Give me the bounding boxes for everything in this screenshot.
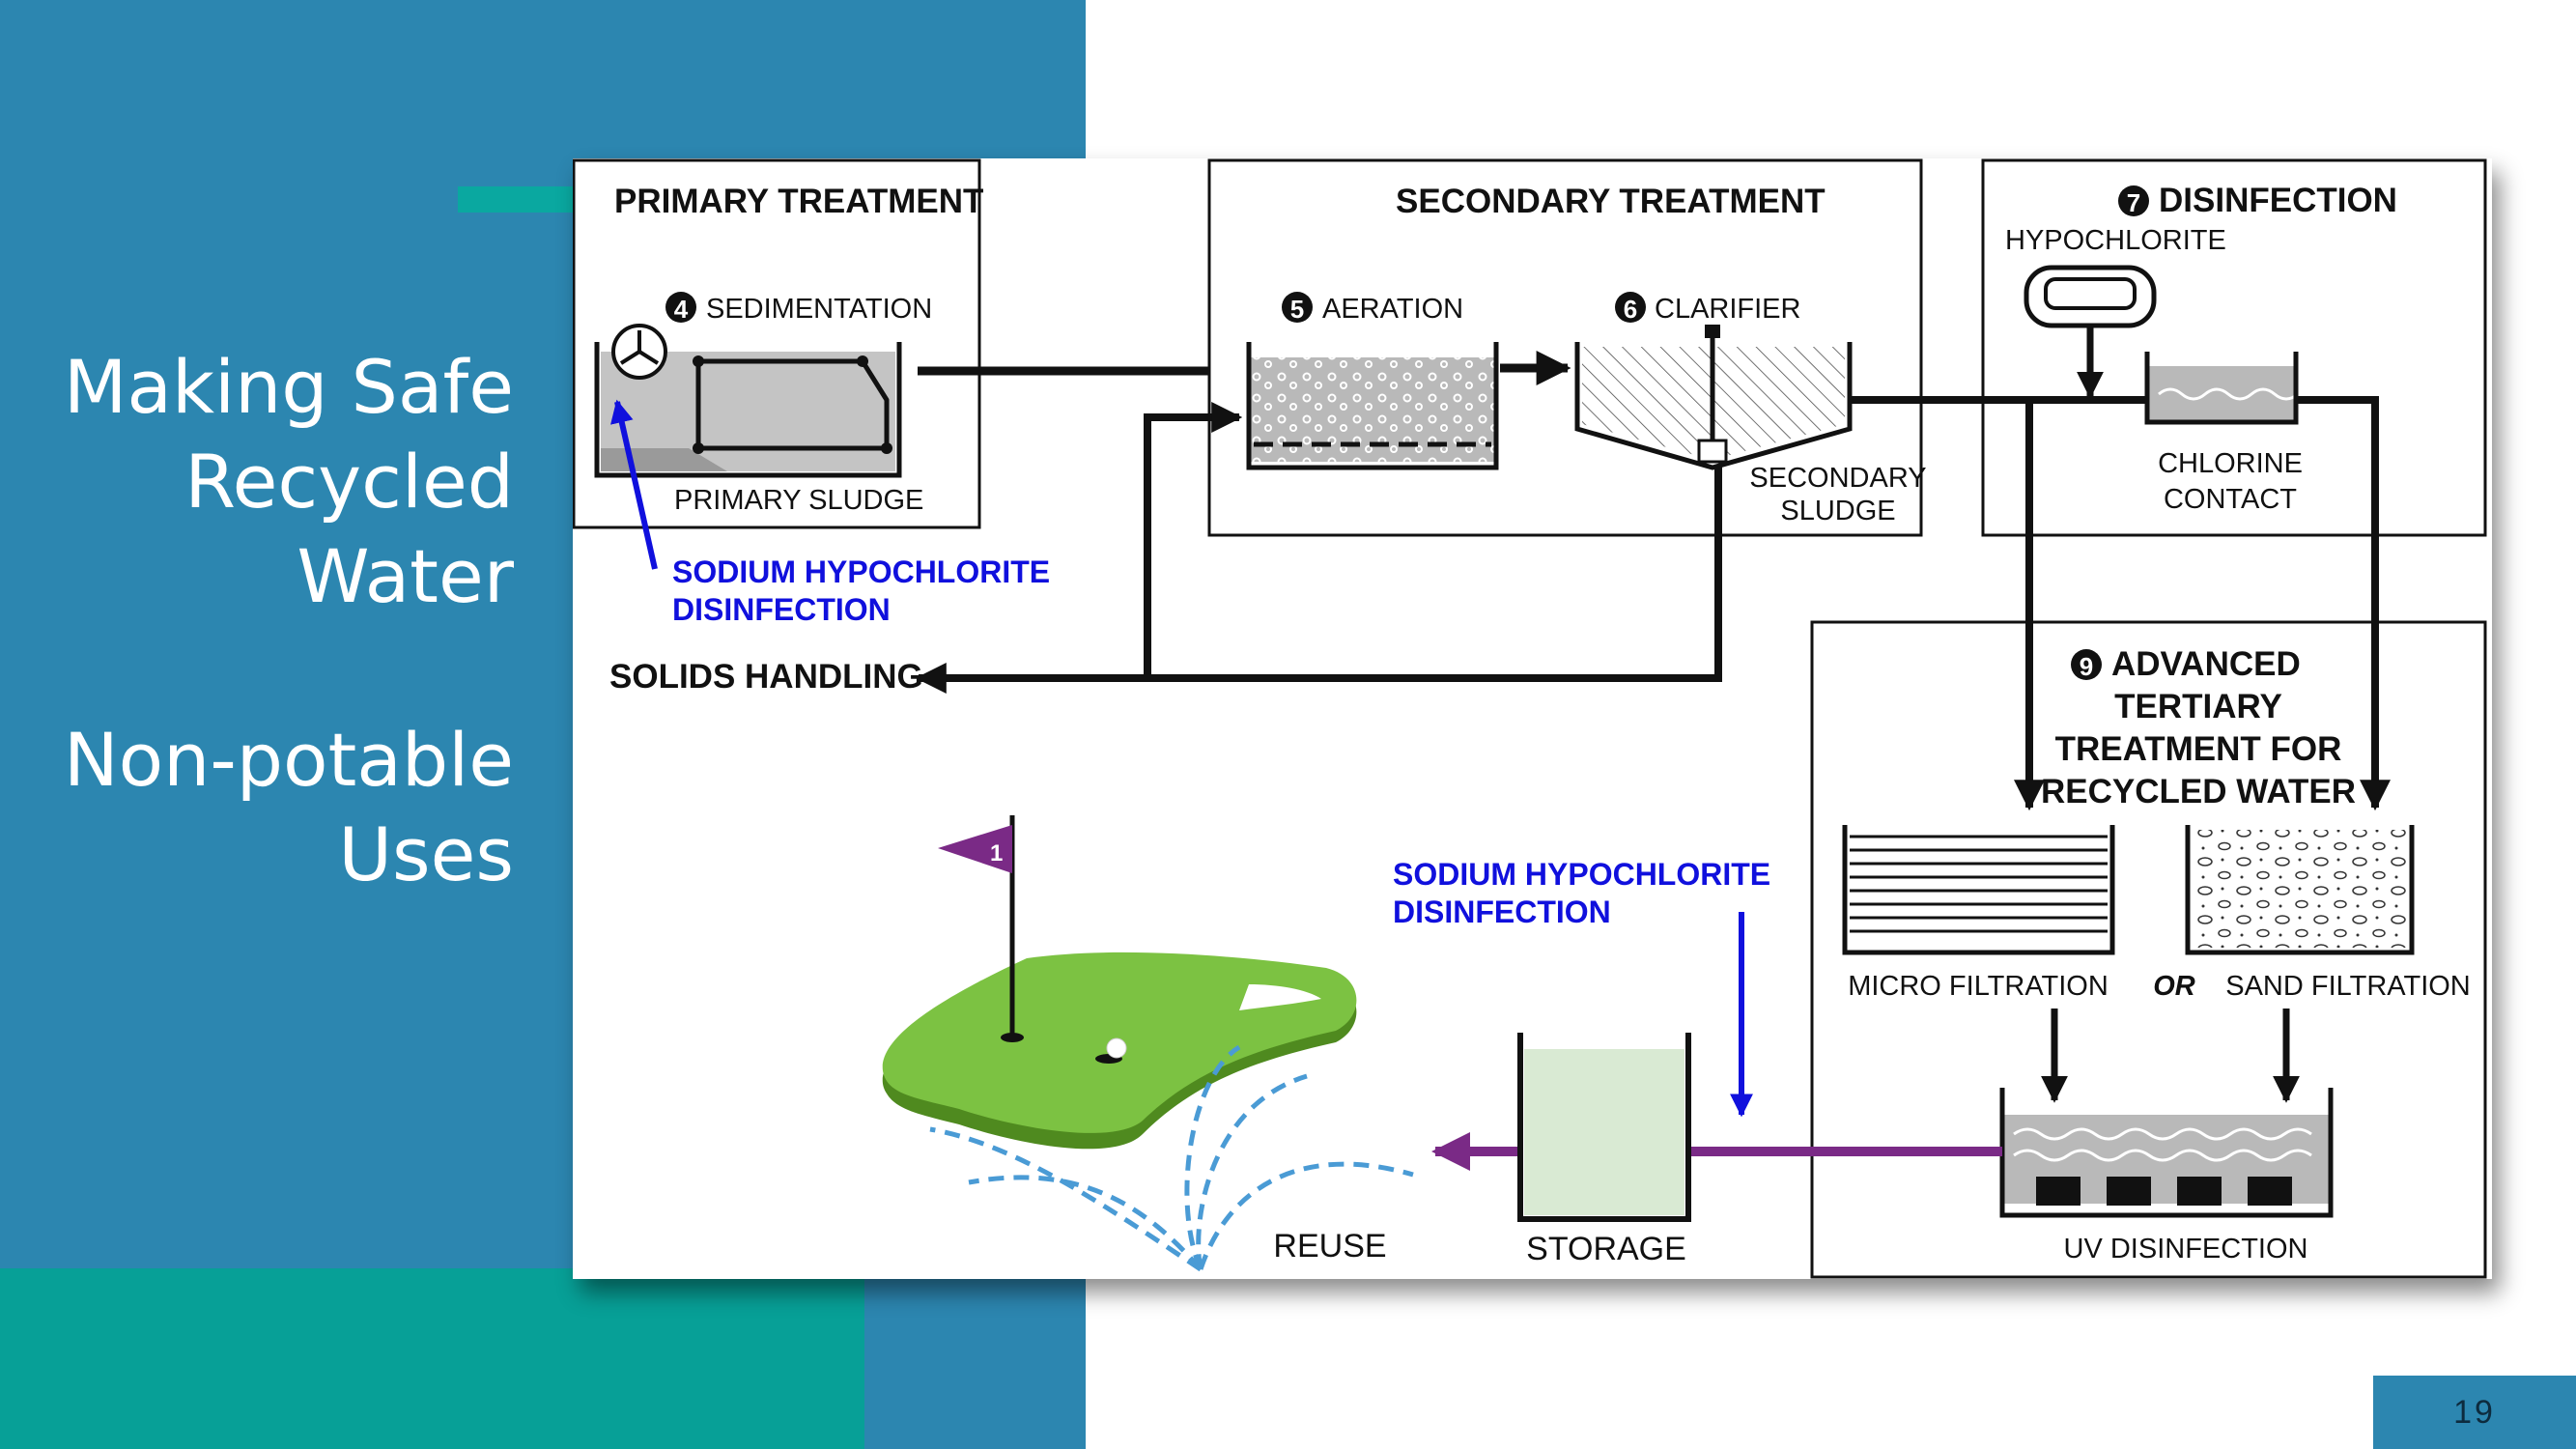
secondary-heading: SECONDARY TREATMENT xyxy=(1396,183,1826,220)
treatment-diagram: PRIMARY TREATMENT 4 SEDIMENTATION PRIMAR… xyxy=(573,158,2492,1279)
subtitle-line-2: Uses xyxy=(338,811,514,897)
step-6-number: 6 xyxy=(1624,295,1637,324)
step-5-number: 5 xyxy=(1290,295,1304,324)
advanced-line-4: RECYCLED WATER xyxy=(2041,773,2356,810)
title-line-1: Making Safe xyxy=(63,344,514,430)
sand-filtration-unit-icon xyxy=(2185,825,2415,955)
flow-arrow-to-sand-filtration xyxy=(2296,396,2391,811)
storage-tank-icon xyxy=(1517,1033,1691,1222)
step-9-badge xyxy=(2071,649,2102,680)
solids-handling-label: SOLIDS HANDLING xyxy=(609,658,923,696)
callout-1-line-2: DISINFECTION xyxy=(672,592,891,627)
disinfection-heading: DISINFECTION xyxy=(2159,182,2397,219)
primary-disinfection-arrow xyxy=(610,399,658,570)
aeration-label: AERATION xyxy=(1322,294,1463,325)
golf-green-icon: 1 xyxy=(882,815,1357,1150)
slide-title-block: Making Safe Recycled Water Non-potable U… xyxy=(39,340,514,902)
step-7-number: 7 xyxy=(2127,188,2140,217)
sludge-return-line xyxy=(1147,466,1722,682)
hypochlorite-tank-icon xyxy=(2024,265,2157,328)
advanced-tertiary-section: 9 ADVANCED TERTIARY TREATMENT FOR RECYCL… xyxy=(1810,620,2487,1279)
step-5-badge xyxy=(1282,292,1313,323)
subtitle-line-1: Non-potable xyxy=(63,717,514,803)
uv-disinfection-unit-icon xyxy=(1999,1088,2334,1218)
page-number: 19 xyxy=(2373,1376,2576,1449)
advanced-line-1: ADVANCED xyxy=(2111,645,2301,683)
sand-filtration-label: SAND FILTRATION xyxy=(2225,971,2471,1002)
storage-label: STORAGE xyxy=(1526,1231,1686,1267)
callout-2-line-1: SODIUM HYPOCHLORITE xyxy=(1393,857,1770,892)
advanced-line-3: TREATMENT FOR xyxy=(2055,730,2342,768)
micro-filtration-label: MICRO FILTRATION xyxy=(1848,971,2109,1002)
secondary-treatment-section: SECONDARY TREATMENT 5 AERATION 6 CLARIFI… xyxy=(1207,158,1927,537)
step-6-badge xyxy=(1615,292,1646,323)
sprinkler-spray-icon xyxy=(929,1044,1414,1272)
or-label: OR xyxy=(2153,971,2195,1002)
secondary-sludge-line-1: SECONDARY xyxy=(1749,463,1926,494)
return-activated-sludge-arrow xyxy=(1144,402,1243,678)
step-7-badge xyxy=(2118,185,2149,216)
micro-filtration-unit-icon xyxy=(1842,825,2115,955)
chlorine-contact-line-1: CHLORINE xyxy=(2158,448,2303,479)
step-4-badge xyxy=(665,292,696,323)
golf-flag-icon xyxy=(938,825,1012,873)
chlorine-contact-line-2: CONTACT xyxy=(2164,484,2297,515)
title-line-2: Recycled xyxy=(184,439,514,525)
teal-band xyxy=(0,1268,864,1449)
secondary-sludge-line-2: SLUDGE xyxy=(1780,496,1895,526)
sedimentation-label: SEDIMENTATION xyxy=(706,294,932,325)
disinfection-section: 7 DISINFECTION HYPOCHLORITE CHLORINE CON… xyxy=(1981,158,2487,537)
reuse-label: REUSE xyxy=(1273,1228,1386,1264)
teal-accent-bar xyxy=(458,186,580,213)
uv-disinfection-label: UV DISINFECTION xyxy=(2064,1234,2308,1264)
primary-heading: PRIMARY TREATMENT xyxy=(614,183,983,220)
hypochlorite-label: HYPOCHLORITE xyxy=(2005,225,2226,256)
step-4-number: 4 xyxy=(674,295,689,324)
advanced-line-2: TERTIARY xyxy=(2114,688,2282,725)
primary-sludge-label: PRIMARY SLUDGE xyxy=(674,485,923,516)
step-9-number: 9 xyxy=(2080,652,2093,681)
callout-2-line-2: DISINFECTION xyxy=(1393,895,1611,929)
clarifier-label: CLARIFIER xyxy=(1655,294,1800,325)
title-line-3: Water xyxy=(297,533,514,619)
callout-1-line-1: SODIUM HYPOCHLORITE xyxy=(672,554,1050,589)
primary-treatment-section: PRIMARY TREATMENT 4 SEDIMENTATION PRIMAR… xyxy=(573,158,1050,627)
flag-number: 1 xyxy=(990,840,1003,867)
